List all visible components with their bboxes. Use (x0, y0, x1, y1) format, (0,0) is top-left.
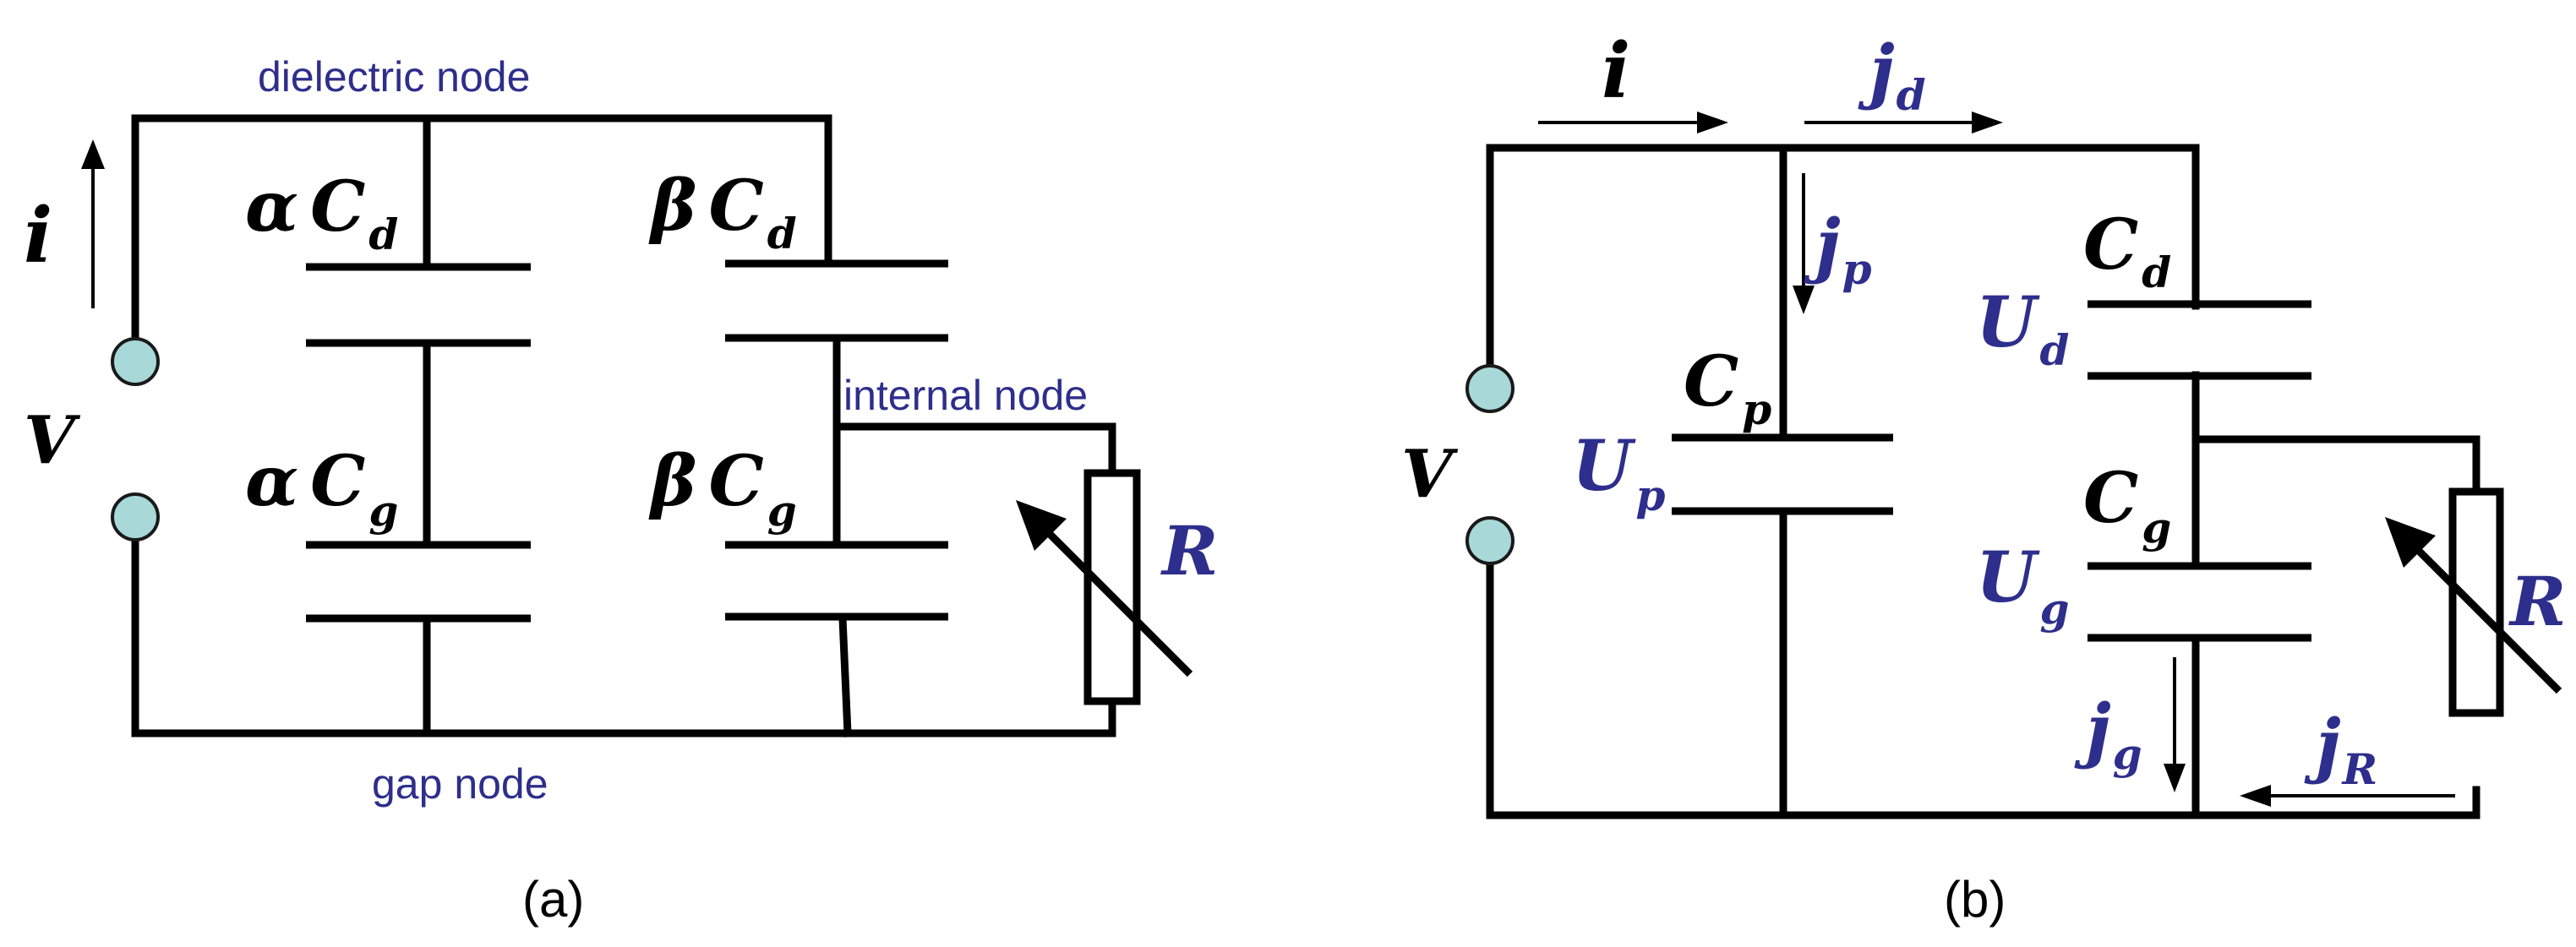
symbol-alpha: α (245, 441, 298, 522)
node-label-gap: gap node (372, 760, 548, 808)
label-current-i: i (24, 191, 52, 280)
label-ud: Ud (1976, 282, 2069, 375)
label-jr: jR (2304, 705, 2377, 794)
subscript-d: d (368, 210, 398, 259)
wire-internal-node (2191, 435, 2480, 496)
caption-b: (b) (1944, 871, 2006, 928)
resistor-adjust-arrow (2407, 539, 2562, 694)
caption-a-text: (a) (522, 871, 584, 928)
label-up: Up (1572, 426, 1666, 520)
label-voltage-v: V (1401, 436, 1459, 513)
node-label-internal: internal node (843, 372, 1088, 419)
label-ug: Ug (1976, 537, 2069, 634)
symbol-c: C (2083, 458, 2138, 539)
symbol-c: C (2083, 204, 2138, 286)
symbol-c: C (1684, 341, 1738, 422)
label-cg: Cg (2083, 458, 2171, 552)
wire-internal-node (832, 422, 1116, 477)
subscript-p: p (1636, 471, 1666, 520)
wire-beta-bottom (838, 614, 852, 737)
resistor-adjust-arrowhead (2385, 517, 2436, 568)
subscript-d: d (1897, 70, 1926, 120)
symbol-j: j (1858, 30, 1895, 112)
label-cp: Cp (1684, 341, 1771, 434)
subscript-d: d (767, 209, 797, 259)
symbol-alpha: α (245, 166, 298, 248)
node-label-dielectric: dielectric node (258, 53, 530, 101)
subscript-g: g (2040, 584, 2070, 634)
variable-resistor (2448, 487, 2504, 717)
wire-top (1486, 144, 2200, 310)
arrow-jd-head (1972, 112, 2003, 133)
terminal-top (1465, 364, 1514, 413)
subscript-d: d (2040, 325, 2070, 375)
terminal-top (111, 337, 160, 386)
symbol-u: U (1976, 282, 2040, 363)
label-voltage-v: V (24, 402, 81, 479)
symbol-beta: β (648, 166, 696, 247)
arrow-i-head (1697, 112, 1728, 133)
symbol-c: C (310, 441, 365, 522)
wire-dielectric-top (131, 114, 832, 268)
wire-left-bottom (1486, 536, 2480, 819)
resistor-adjust-arrow (1038, 522, 1193, 678)
label-cd: Cd (2083, 204, 2171, 297)
terminal-bottom (1465, 516, 1514, 565)
subscript-g: g (767, 486, 797, 536)
label-resistor-r: R (1160, 511, 1218, 591)
subscript-p: p (1842, 244, 1872, 294)
panel-b: i jd jp jg jR Cp Up Cd Ud Cg Ug V (1401, 26, 2566, 928)
symbol-c: C (708, 166, 763, 247)
subscript-d: d (2142, 248, 2171, 297)
arrow-jg-head (2164, 764, 2186, 792)
wire-gap-bottom (131, 697, 1116, 737)
symbol-beta: β (648, 441, 696, 522)
subscript-g: g (2113, 729, 2142, 779)
subscript-g: g (368, 486, 398, 536)
terminal-bottom (111, 493, 160, 542)
label-current-i: i (1602, 26, 1630, 116)
symbol-c: C (708, 441, 763, 522)
caption-a: (a) (522, 871, 584, 928)
subscript-r: R (2341, 744, 2378, 794)
arrow-jr-head (2240, 785, 2271, 807)
subscript-g: g (2142, 503, 2171, 552)
symbol-j: j (2074, 689, 2111, 770)
subscript-p: p (1742, 384, 1771, 434)
label-jg: jg (2074, 689, 2142, 779)
caption-b-text: (b) (1944, 871, 2006, 928)
label-jp: jp (1804, 204, 1872, 294)
label-resistor-r: R (2508, 562, 2566, 641)
symbol-u: U (1572, 426, 1636, 507)
symbol-u: U (1976, 537, 2040, 618)
symbol-c: C (310, 166, 365, 248)
arrow-jp-head (1793, 286, 1815, 314)
label-jd: jd (1858, 30, 1926, 120)
symbol-j: j (2304, 705, 2341, 786)
resistor-adjust-arrowhead (1016, 500, 1067, 551)
current-arrowhead (81, 139, 105, 169)
symbol-j: j (1804, 204, 1841, 286)
variable-resistor (1083, 469, 1141, 705)
panel-a: dielectric node internal node gap node i… (24, 53, 1218, 928)
